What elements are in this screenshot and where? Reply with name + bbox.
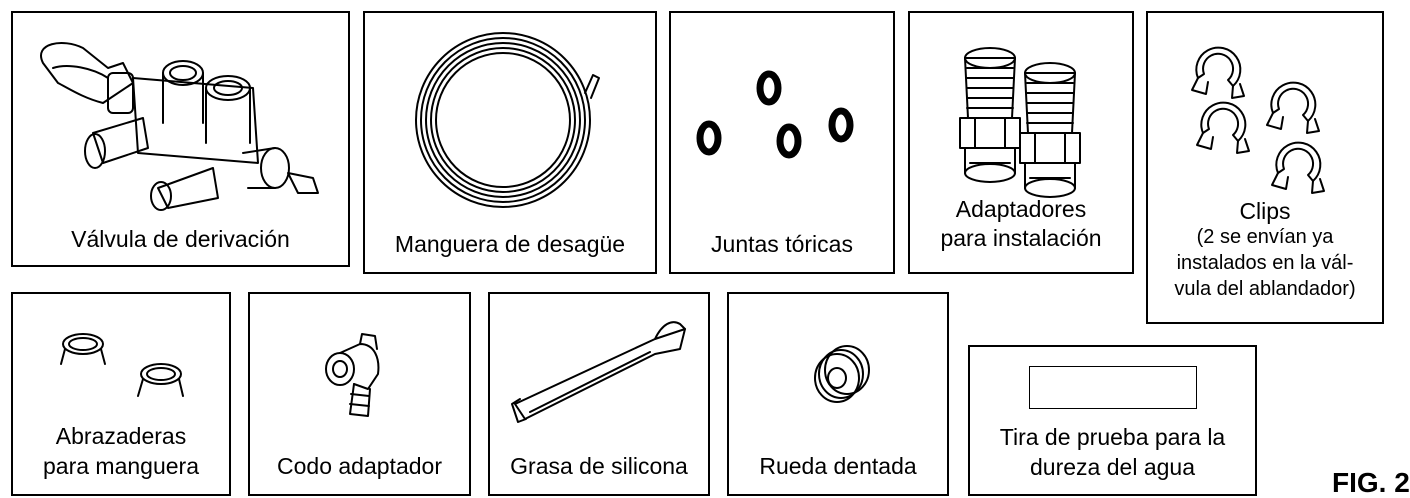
part-test-strip: Tira de prueba para la dureza del agua [968,345,1257,496]
gear-wheel-label: Rueda dentada [759,453,917,479]
part-hose-clamps: Abrazaderas para manguera [11,292,231,496]
part-bypass-valve: Válvula de derivación [11,11,350,267]
hose-clamps-illustration [60,333,184,397]
drain-hose-label: Manguera de desagüe [394,231,626,257]
drain-hose-illustration [415,32,600,208]
hose-clamps-label-line2: para manguera [43,453,199,479]
clips-label-title: Clips [1239,198,1291,224]
part-drain-hose: Manguera de desagüe [363,11,657,274]
part-clips: Clips (2 se envían ya instalados en la v… [1146,11,1384,324]
elbow-label: Codo adaptador [277,453,442,479]
hose-clamps-label-line1: Abrazaderas [55,423,187,449]
test-strip-label-line2: dureza del agua [1030,454,1195,480]
part-elbow-adapter: Codo adaptador [248,292,471,496]
test-strip-label-line1: Tira de prueba para la [999,424,1226,450]
test-strip-illustration [1029,366,1197,409]
clips-label-line2: (2 se envían ya [1196,226,1334,248]
clips-label-line3: instalados en la vál- [1176,252,1354,274]
silicone-grease-illustration [511,321,686,423]
part-silicone-grease: Grasa de silicona [488,292,710,496]
clips-illustration [1191,46,1325,194]
o-rings-illustration [696,70,854,159]
bypass-valve-illustration [40,42,319,211]
clips-label-line4: vula del ablandador) [1174,278,1356,300]
bypass-valve-label: Válvula de derivación [71,226,290,252]
part-installation-adapters: Adaptadores para instalación [908,11,1134,274]
elbow-adapter-illustration [325,333,380,417]
gear-wheel-illustration [814,345,870,403]
figure-label: FIG. 2 [1332,467,1410,498]
part-o-rings: Juntas tóricas [669,11,895,274]
adapters-illustration [959,47,1081,198]
part-gear-wheel: Rueda dentada [727,292,949,496]
o-rings-label: Juntas tóricas [711,231,853,257]
silicone-grease-label: Grasa de silicona [510,453,688,479]
adapters-label-line2: para instalación [940,225,1102,251]
adapters-label-line1: Adaptadores [955,196,1087,222]
